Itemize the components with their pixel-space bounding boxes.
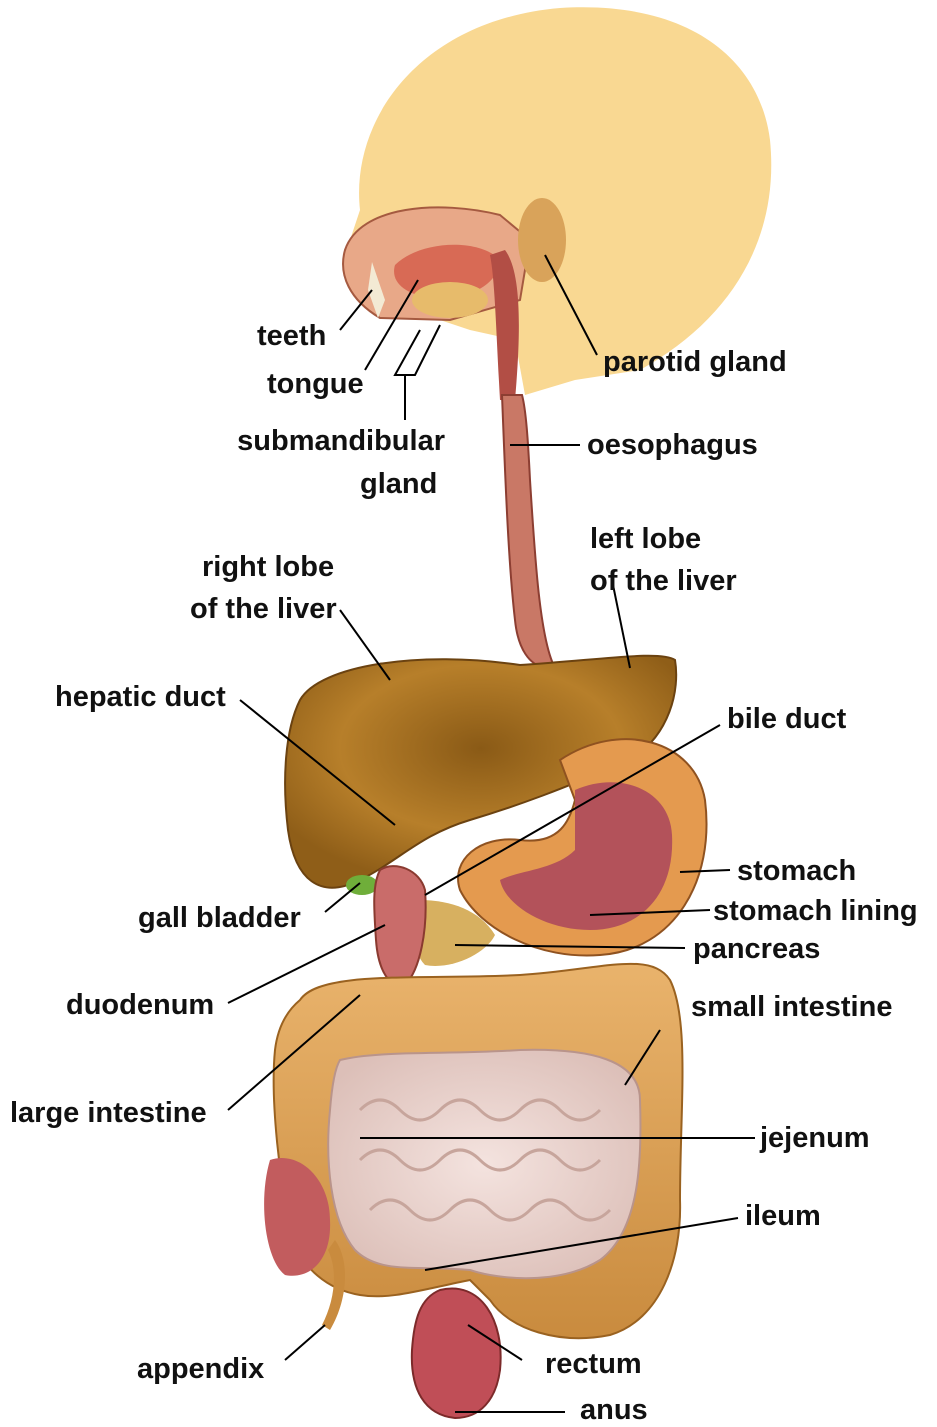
label-teeth: teeth — [257, 322, 326, 351]
label-stomach: stomach — [737, 857, 856, 886]
label-submandibular: submandibular — [220, 427, 445, 456]
gall-bladder-shape — [346, 875, 378, 895]
label-small-intestine: small intestine — [691, 993, 892, 1022]
label-oesophagus: oesophagus — [587, 431, 758, 460]
label-large-intestine: large intestine — [10, 1099, 207, 1128]
label-pancreas: pancreas — [693, 935, 820, 964]
label-left-lobe-line2: of the liver — [590, 567, 737, 596]
label-right-lobe: right lobe — [202, 553, 334, 582]
label-ileum: ileum — [745, 1202, 821, 1231]
head-shape — [343, 7, 771, 395]
label-appendix: appendix — [137, 1355, 264, 1384]
label-parotid-gland: parotid gland — [603, 348, 787, 377]
label-rectum: rectum — [545, 1350, 642, 1379]
label-bile-duct: bile duct — [727, 705, 846, 734]
label-hepatic-duct: hepatic duct — [55, 683, 226, 712]
label-left-lobe: left lobe — [590, 525, 701, 554]
label-stomach-lining: stomach lining — [713, 897, 918, 926]
oesophagus-shape — [502, 395, 555, 668]
label-anus: anus — [580, 1396, 648, 1425]
rectum-shape — [412, 1288, 501, 1418]
label-jejenum: jejenum — [760, 1124, 870, 1153]
label-submandibular-gland: gland — [360, 470, 437, 499]
submandibular-gland-shape — [412, 282, 488, 318]
label-right-lobe-line2: of the liver — [190, 595, 337, 624]
parotid-gland-shape — [518, 198, 566, 282]
label-duodenum: duodenum — [66, 991, 214, 1020]
label-gall-bladder: gall bladder — [138, 904, 301, 933]
label-tongue: tongue — [267, 370, 364, 399]
